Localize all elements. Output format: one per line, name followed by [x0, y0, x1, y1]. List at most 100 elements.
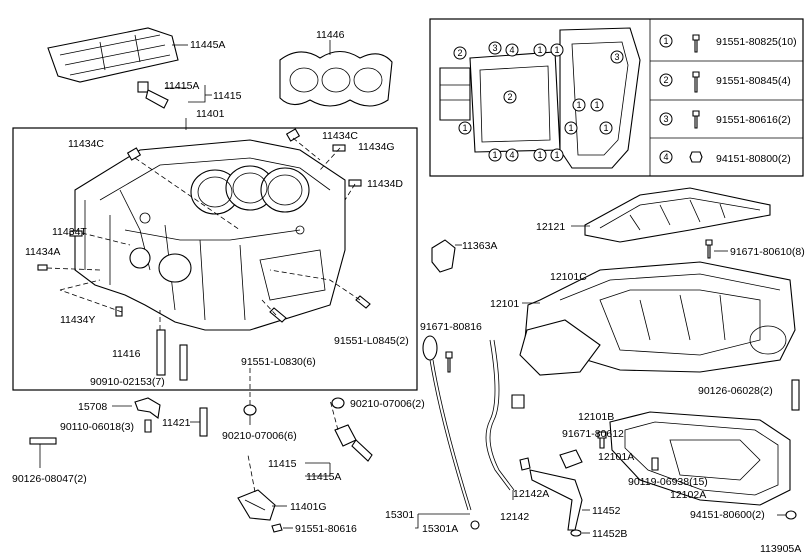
- bolt-90110-drawing: [144, 419, 152, 433]
- block-fittings: [37, 128, 371, 381]
- svg-text:4: 4: [509, 45, 514, 55]
- bolt-90126-06028-drawing: [791, 379, 800, 411]
- label-12142: 12142: [500, 511, 529, 523]
- label-11434D: 11434D: [367, 178, 403, 190]
- svg-text:1: 1: [594, 100, 599, 110]
- part-12142A-drawing: [519, 457, 531, 471]
- label-11434Y: 11434Y: [60, 314, 95, 326]
- bolt-90119-drawing: [651, 457, 659, 471]
- label-11401G: 11401G: [290, 501, 327, 513]
- legend-3-part: 91551-80616(2): [716, 114, 791, 126]
- svg-text:1: 1: [576, 100, 581, 110]
- part-90126-08047-drawing: [29, 437, 57, 445]
- part-12121-drawing: [584, 187, 771, 243]
- label-11363A: 11363A: [462, 240, 497, 252]
- part-11421-drawing: [199, 407, 208, 437]
- svg-text:1: 1: [663, 36, 668, 46]
- label-11401: 11401: [196, 108, 225, 120]
- label-90119-06938: 90119-06938(15): [628, 476, 708, 488]
- label-90910-02153: 90910-02153(7): [90, 376, 165, 388]
- label-11434G: 11434G: [358, 141, 395, 153]
- label-91551-L0845: 91551-L0845(2): [334, 335, 409, 347]
- engine-block-frame: [12, 127, 418, 391]
- svg-text:3: 3: [492, 43, 497, 53]
- label-11415A-top: 11415A: [164, 80, 199, 92]
- label-90126-08047: 90126-08047(2): [12, 473, 87, 485]
- label-11434C-left: 11434C: [68, 138, 104, 150]
- label-11416: 11416: [112, 348, 141, 360]
- label-11415-bottom: 11415: [268, 458, 297, 470]
- svg-text:1: 1: [554, 45, 559, 55]
- inset-legend: 1 91551-80825(10) 2 91551-80845(4) 3 915…: [659, 34, 797, 165]
- part-labels: 11445A 11446 11415A 11415 11401 11434C 1…: [12, 29, 805, 555]
- washer-94151-80600: [785, 510, 797, 520]
- svg-text:2: 2: [663, 75, 668, 85]
- part-11363A-drawing: [431, 239, 456, 273]
- svg-text:1: 1: [568, 123, 573, 133]
- label-11415-top: 11415: [213, 90, 242, 102]
- part-11415A-top-drawing: [137, 81, 169, 109]
- svg-text:1: 1: [492, 150, 497, 160]
- part-11446-drawing: [279, 50, 393, 107]
- label-12101: 12101: [490, 298, 519, 310]
- label-11434C-right: 11434C: [322, 130, 358, 142]
- label-12101B: 12101B: [578, 411, 614, 423]
- label-90210-07006-b: 90210-07006(6): [222, 430, 297, 442]
- svg-text:2: 2: [507, 92, 512, 102]
- part-12101-drawing: [519, 261, 796, 376]
- label-91671-80816: 91671-80816: [420, 321, 482, 333]
- label-91671-80612: 91671-80612: [562, 428, 624, 440]
- part-11415-lower-drawing: [329, 399, 373, 462]
- part-11401G-drawing: [237, 454, 276, 521]
- label-12101A: 12101A: [598, 451, 634, 463]
- svg-text:1: 1: [537, 45, 542, 55]
- label-90110-06018: 90110-06018(3): [60, 421, 134, 433]
- label-12121: 12121: [536, 221, 565, 233]
- label-91551-L0830: 91551-L0830(6): [241, 356, 316, 368]
- diagram-id: 113905A: [760, 543, 801, 555]
- svg-text:2: 2: [457, 48, 462, 58]
- svg-text:1: 1: [554, 150, 559, 160]
- part-11445A-drawing: [47, 27, 179, 83]
- svg-text:1: 1: [537, 150, 542, 160]
- label-91551-80616: 91551-80616: [295, 523, 357, 535]
- label-11445A: 11445A: [190, 39, 225, 51]
- label-12102A: 12102A: [670, 489, 706, 501]
- inset-frame: [429, 18, 804, 177]
- bolt-91551-80616-drawing: [271, 523, 283, 533]
- part-11452B-drawing: [570, 529, 582, 537]
- block-alignment-lines: [46, 137, 361, 330]
- svg-text:1: 1: [462, 123, 467, 133]
- legend-2-part: 91551-80845(4): [716, 75, 791, 87]
- label-11452: 11452: [592, 505, 621, 517]
- washer-90210-a: [331, 397, 345, 409]
- bolt-91671-80612-drawing: [597, 431, 607, 449]
- label-11434A: 11434A: [25, 246, 60, 258]
- cylinder-block-drawing: [74, 139, 346, 331]
- part-12142-guide-drawing: [485, 339, 525, 491]
- label-94151-80600: 94151-80600(2): [690, 509, 765, 521]
- legend-1-part: 91551-80825(10): [716, 36, 797, 48]
- part-11452-drawing: [529, 449, 583, 531]
- label-11415A-bottom: 11415A: [306, 471, 341, 483]
- label-15301A: 15301A: [422, 523, 458, 535]
- part-15301-dipstick-drawing: [422, 335, 480, 530]
- label-15708: 15708: [78, 401, 107, 413]
- label-11446: 11446: [316, 29, 345, 41]
- label-11434T: 11434T: [52, 226, 87, 238]
- label-91671-80610: 91671-80610(8): [730, 246, 805, 258]
- svg-text:3: 3: [663, 114, 668, 124]
- part-15708-drawing: [134, 397, 161, 419]
- legend-4-part: 94151-80800(2): [716, 153, 791, 165]
- label-90126-06028: 90126-06028(2): [698, 385, 773, 397]
- bolt-91671-80610-drawing: [705, 239, 713, 259]
- svg-text:1: 1: [603, 123, 608, 133]
- label-12142A: 12142A: [513, 488, 549, 500]
- label-15301: 15301: [385, 509, 414, 521]
- svg-text:4: 4: [663, 152, 668, 162]
- inset-oil-pan-plan-drawing: [439, 27, 641, 169]
- label-12101C: 12101C: [550, 271, 587, 283]
- label-11421: 11421: [162, 417, 191, 429]
- svg-text:3: 3: [614, 52, 619, 62]
